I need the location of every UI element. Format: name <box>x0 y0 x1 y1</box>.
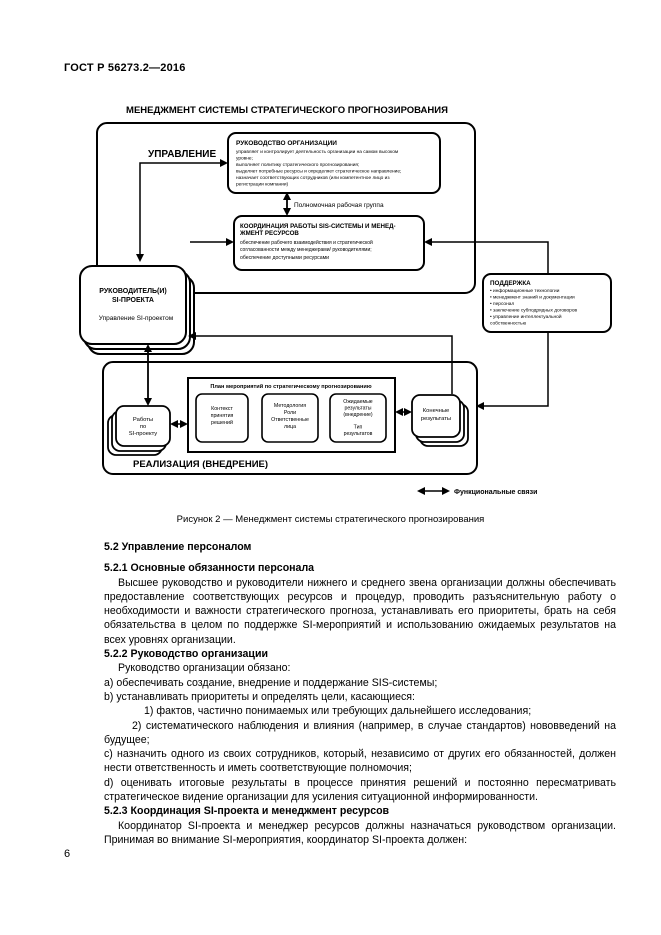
mgmt-to-leaders-link <box>136 159 228 262</box>
final-results-label: результаты <box>421 416 451 422</box>
top-management-line: управляет и контролирует деятельность ор… <box>236 150 398 155</box>
implementation-label: РЕАЛИЗАЦИЯ (ВНЕДРЕНИЕ) <box>133 459 268 470</box>
plan-item-text: Тип <box>354 425 363 431</box>
management-frame <box>96 122 476 294</box>
section-heading: 5.2.1 Основные обязанности персонала <box>104 562 315 575</box>
leaders-subtitle: Управление SI-проектом <box>99 315 174 322</box>
section-heading: 5.2.2 Руководство организации <box>104 648 268 661</box>
section-heading: 5.2.3 Координация SI-проекта и менеджмен… <box>104 805 390 818</box>
top-management-title: РУКОВОДСТВО ОРГАНИЗАЦИИ <box>236 140 337 147</box>
standard-number: ГОСТ Р 56273.2—2016 <box>64 62 186 74</box>
plan-title: План мероприятий по стратегическому прог… <box>210 383 372 390</box>
support-to-impl-link <box>476 332 549 410</box>
diagram-title: МЕНЕДЖМЕНТ СИСТЕМЫ СТРАТЕГИЧЕСКОГО ПРОГН… <box>126 105 448 116</box>
coordination-title: ЖМЕНТ РЕСУРСОВ <box>239 230 299 237</box>
support-title: ПОДДЕРЖКА <box>490 280 531 287</box>
page-number: 6 <box>64 848 71 860</box>
support-item: • менеджмент знаний и документации <box>490 294 575 301</box>
leaders-box <box>79 265 187 345</box>
final-results-box <box>411 394 461 438</box>
section-heading: 5.2 Управление персоналом <box>104 541 252 553</box>
sub-list-item: 1) фактов, частично понимаемых или требу… <box>144 705 532 718</box>
support-to-coord-link <box>424 238 549 275</box>
working-group-label: Полномочная рабочая группа <box>294 201 384 209</box>
plan-item-text: (внедрение) <box>343 412 373 418</box>
top-management-line: регистрации компании) <box>236 182 289 188</box>
plan-item-text: лица <box>284 424 296 430</box>
plan-item-results <box>329 393 387 443</box>
results-feedback-link <box>188 332 453 394</box>
support-item: • персонал <box>490 302 514 307</box>
plan-item-text: результатов <box>344 431 373 437</box>
support-item: • информационные технологии <box>490 288 560 294</box>
support-box <box>482 273 612 333</box>
plan-item-text: Методология <box>274 403 306 409</box>
coordination-line: согласованности между менеджерами/ руков… <box>240 247 372 253</box>
works-label: по <box>140 424 146 430</box>
management-label: УПРАВЛЕНИЕ <box>148 149 216 160</box>
list-item: b) устанавливать приоритеты и определять… <box>104 690 415 703</box>
plan-item-text: решений <box>211 419 233 426</box>
list-item: d) оценивать итоговые результаты в проце… <box>104 776 616 804</box>
coordination-line: обеспечение рабочего взаимодействия и ст… <box>240 239 373 246</box>
plan-item-context <box>195 393 249 443</box>
coordination-title: КООРДИНАЦИЯ РАБОТЫ SIS-СИСТЕМЫ И МЕНЕД- <box>240 223 396 230</box>
paragraph: Высшее руководство и руководители нижнег… <box>104 576 616 646</box>
plan-item-text: принятия <box>211 413 234 419</box>
paragraph: Руководство организации обязано: <box>118 662 291 675</box>
top-management-line: выделяет потребные ресурсы и определяет … <box>236 169 401 175</box>
figure-caption: Рисунок 2 — Менеджмент системы стратегич… <box>176 514 485 525</box>
plan-item-text: результаты <box>345 406 372 412</box>
works-label: SI-проекту <box>129 431 158 437</box>
final-results-label: Конечные <box>423 408 449 414</box>
plan-item-text: Роли <box>284 410 296 416</box>
legend-label: Функциональные связи <box>454 489 537 496</box>
works-label: Работы <box>133 417 153 423</box>
support-item: собственностью <box>490 321 527 327</box>
top-management-line: назначает соответствующих сотрудников (и… <box>236 175 390 181</box>
support-item: • управление интеллектуальной <box>490 313 562 320</box>
management-diagram: МЕНЕДЖМЕНТ СИСТЕМЫ СТРАТЕГИЧЕСКОГО ПРОГН… <box>79 105 612 496</box>
list-item: а) обеспечивать создание, внедрение и по… <box>104 676 438 689</box>
top-management-box <box>227 132 441 194</box>
plan-item-text: Ответственные <box>271 417 309 423</box>
plan-item-text: Контекст <box>211 406 233 412</box>
body-text: 5.2 Управление персоналом 5.2.1 Основные… <box>104 540 616 847</box>
implementation-frame <box>102 361 478 475</box>
plan-item-text: Ожидаемые <box>343 399 372 405</box>
coordination-line: обеспечение доступными ресурсами <box>240 255 329 261</box>
plan-item-methodology <box>261 393 319 443</box>
top-management-line: уровне; <box>236 157 253 162</box>
leaders-title: SI-ПРОЕКТА <box>112 297 154 304</box>
list-item: c) назначить одного из своих сотрудников… <box>104 748 616 775</box>
top-management-line: выполняет политику стратегического прогн… <box>236 163 359 168</box>
paragraph: Координатор SI-проекта и менеджер ресурс… <box>104 819 616 846</box>
support-item: • заключение субподрядных договоров <box>490 308 577 314</box>
leaders-title: РУКОВОДИТЕЛЬ(И) <box>99 288 166 295</box>
sub-list-item: 2) систематического наблюдения и влияния… <box>104 719 616 746</box>
